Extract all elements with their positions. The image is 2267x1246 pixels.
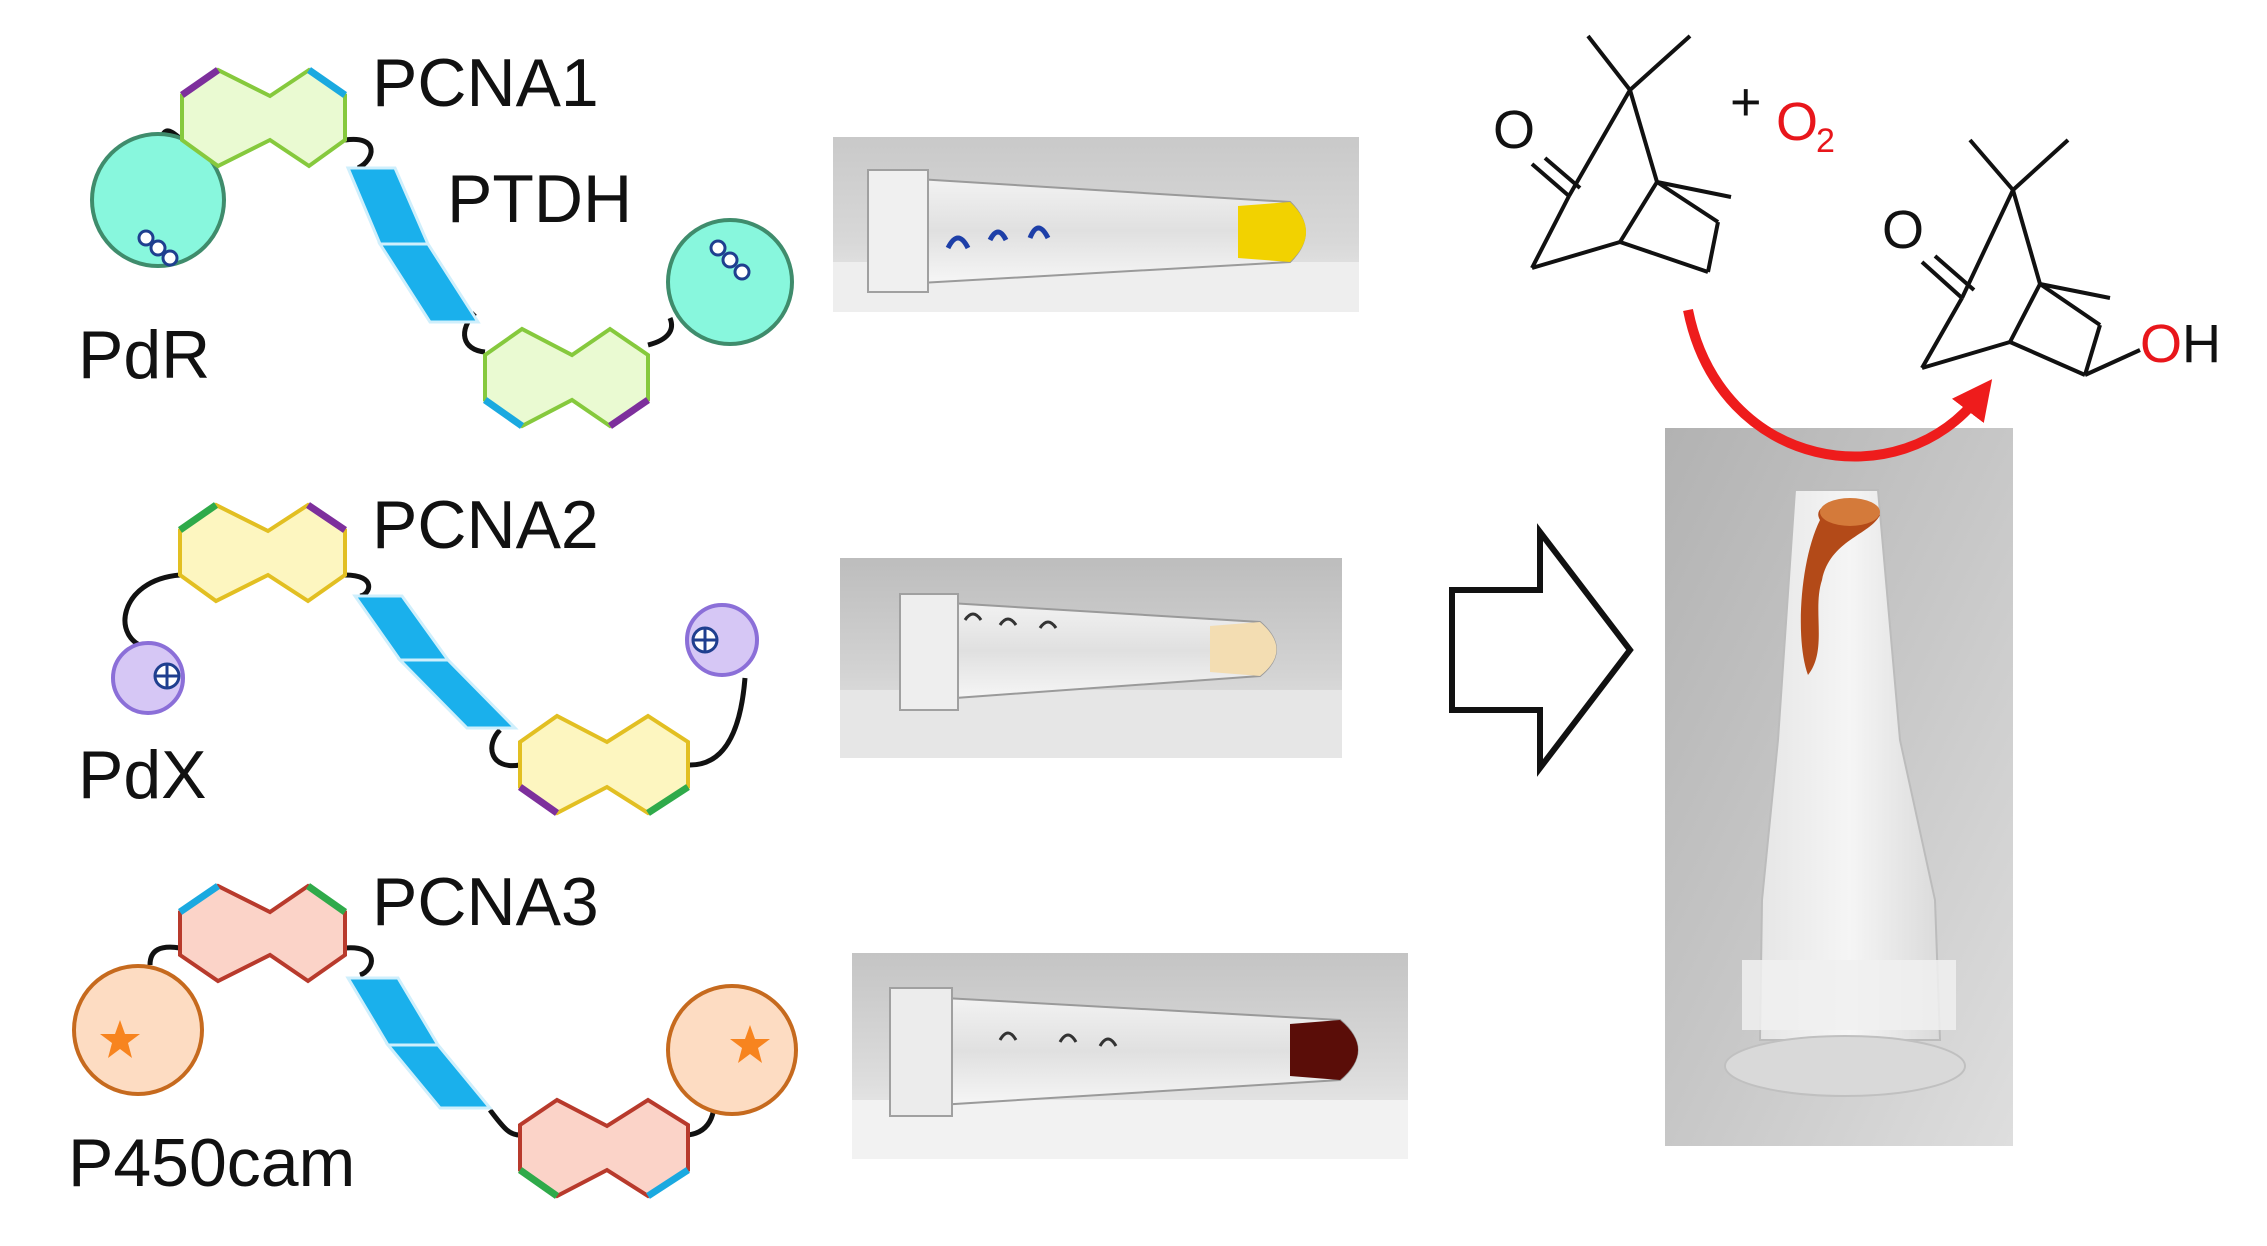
oxygen-symbol: O bbox=[1776, 92, 1818, 152]
tube-photo-pcna3 bbox=[852, 953, 1408, 1159]
reaction-arrow bbox=[1683, 309, 1993, 462]
label-pcna3: PCNA3 bbox=[372, 864, 599, 940]
camphor-oxygen: O bbox=[1493, 100, 1535, 160]
p450-domain-left bbox=[72, 964, 204, 1096]
linker-lower-left bbox=[489, 728, 521, 769]
label-ptdh: PTDH bbox=[447, 161, 632, 237]
tube-photo-pcna1 bbox=[833, 137, 1359, 312]
pcna2-hexagon-top bbox=[178, 502, 347, 604]
tube-photo-pcna2 bbox=[840, 558, 1342, 758]
hydroxycamphor-structure bbox=[1920, 138, 2141, 377]
pdx-domain-left bbox=[111, 641, 185, 715]
plus-sign: + bbox=[1730, 72, 1762, 132]
label-p450cam: P450cam bbox=[68, 1125, 355, 1201]
linker-pdx-left bbox=[122, 572, 181, 651]
pcna2-hexagon-bottom bbox=[517, 713, 690, 816]
label-pcna1: PCNA1 bbox=[372, 45, 599, 121]
pcna3-hexagon-top bbox=[178, 883, 348, 984]
pcna1-construct: PCNA1 PTDH PdR bbox=[78, 45, 794, 429]
label-pdx: PdX bbox=[78, 737, 207, 813]
ptdh-domain bbox=[345, 166, 481, 324]
linker-pcna1-ptdh bbox=[344, 136, 374, 171]
hydroxyl-oxygen: O bbox=[2140, 314, 2182, 374]
fad-cofactor-icon bbox=[709, 239, 751, 281]
beige-liquid bbox=[1210, 622, 1277, 676]
label-pcna2: PCNA2 bbox=[372, 487, 599, 563]
label-pdr: PdR bbox=[78, 317, 210, 393]
pcna1-hexagon-bottom bbox=[482, 326, 650, 429]
iron-sulfur-icon bbox=[153, 662, 181, 690]
gel-aggregate bbox=[1800, 502, 1880, 675]
pcna1-hexagon-top bbox=[180, 67, 347, 169]
pdx-domain-right bbox=[685, 603, 759, 677]
linker-pcna2-ptdh bbox=[344, 572, 372, 599]
hydroxyl-hydrogen: H bbox=[2182, 314, 2221, 374]
brown-liquid bbox=[1290, 1020, 1358, 1080]
linker-lower-left bbox=[488, 1108, 521, 1138]
ptdh-domain bbox=[352, 594, 519, 730]
camphor-structure bbox=[1530, 34, 1732, 274]
oxygen-subscript: 2 bbox=[1816, 122, 1835, 160]
pcna3-construct: PCNA3 P450cam bbox=[68, 864, 798, 1201]
yellow-liquid bbox=[1238, 202, 1306, 262]
pcna3-hexagon-bottom bbox=[517, 1097, 690, 1199]
fad-cofactor-icon bbox=[137, 229, 179, 267]
combine-arrow bbox=[1449, 523, 1634, 777]
iron-sulfur-icon bbox=[691, 626, 719, 654]
linker-pdx-right bbox=[689, 677, 748, 768]
heme-star-icon bbox=[730, 1025, 770, 1063]
tube-photo-combined bbox=[1665, 428, 2013, 1146]
p450-domain-right bbox=[666, 984, 798, 1116]
pcna2-construct: PCNA2 PdX bbox=[78, 487, 759, 816]
pdr-domain-right bbox=[666, 218, 794, 346]
ptdh-domain bbox=[345, 976, 494, 1110]
linker-pdr-right bbox=[647, 317, 674, 348]
heme-star-icon bbox=[100, 1020, 140, 1058]
linker-p450-left bbox=[147, 944, 181, 966]
linker-pcna3-ptdh bbox=[344, 945, 374, 978]
product-oxygen: O bbox=[1882, 200, 1924, 260]
pdr-domain-left bbox=[90, 132, 226, 268]
